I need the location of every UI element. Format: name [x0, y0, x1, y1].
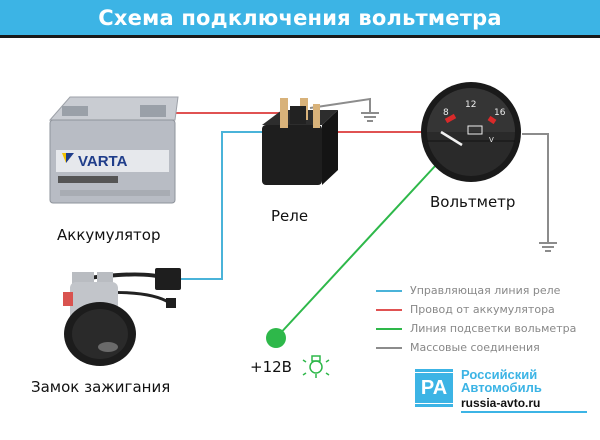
legend-swatch — [376, 346, 402, 349]
legend-label: Управляющая линия реле — [410, 284, 561, 297]
voltmeter-gauge-icon: 8 12 16 V — [421, 82, 521, 182]
legend: Управляющая линия реле Провод от аккумул… — [376, 281, 576, 357]
legend-label: Массовые соединения — [410, 341, 540, 354]
legend-swatch — [376, 308, 402, 311]
header-banner: Схема подключения вольтметра — [0, 0, 600, 38]
control-wire — [180, 131, 285, 280]
relay-icon — [262, 98, 338, 185]
backlight-wire — [266, 164, 437, 348]
svg-text:VARTA: VARTA — [78, 153, 128, 170]
relay-label: Реле — [271, 207, 309, 225]
legend-label: Провод от аккумулятора — [410, 303, 555, 316]
battery-label: Аккумулятор — [57, 226, 161, 244]
legend-item-battery: Провод от аккумулятора — [376, 300, 576, 319]
svg-text:8: 8 — [443, 108, 449, 118]
legend-item-ground: Массовые соединения — [376, 338, 576, 357]
ignition-label: Замок зажигания — [31, 378, 171, 396]
ground-wire — [309, 97, 557, 252]
site-logo[interactable]: PA Российский Автомобиль russia-avto.ru — [415, 367, 587, 413]
svg-text:V: V — [489, 136, 494, 144]
car-battery-icon: VARTA — [48, 96, 179, 204]
logo-title-line1: Российский — [461, 367, 538, 382]
legend-item-backlight: Линия подсветки вольметра — [376, 319, 576, 338]
voltmeter-label: Вольтметр — [430, 193, 516, 211]
legend-item-control: Управляющая линия реле — [376, 281, 576, 300]
logo-underline — [461, 411, 587, 413]
logo-url[interactable]: russia-avto.ru — [461, 396, 541, 410]
svg-text:12: 12 — [465, 100, 476, 110]
power-12v-label: +12В — [250, 358, 292, 376]
svg-text:16: 16 — [494, 108, 506, 118]
legend-swatch — [376, 289, 402, 292]
legend-label: Линия подсветки вольметра — [410, 322, 577, 335]
logo-title-line2: Автомобиль — [461, 380, 542, 395]
ignition-switch-icon — [63, 268, 181, 366]
lamp-icon — [302, 355, 330, 378]
logo-mark: PA — [415, 369, 453, 407]
page-title: Схема подключения вольтметра — [98, 5, 502, 30]
legend-swatch — [376, 327, 402, 330]
